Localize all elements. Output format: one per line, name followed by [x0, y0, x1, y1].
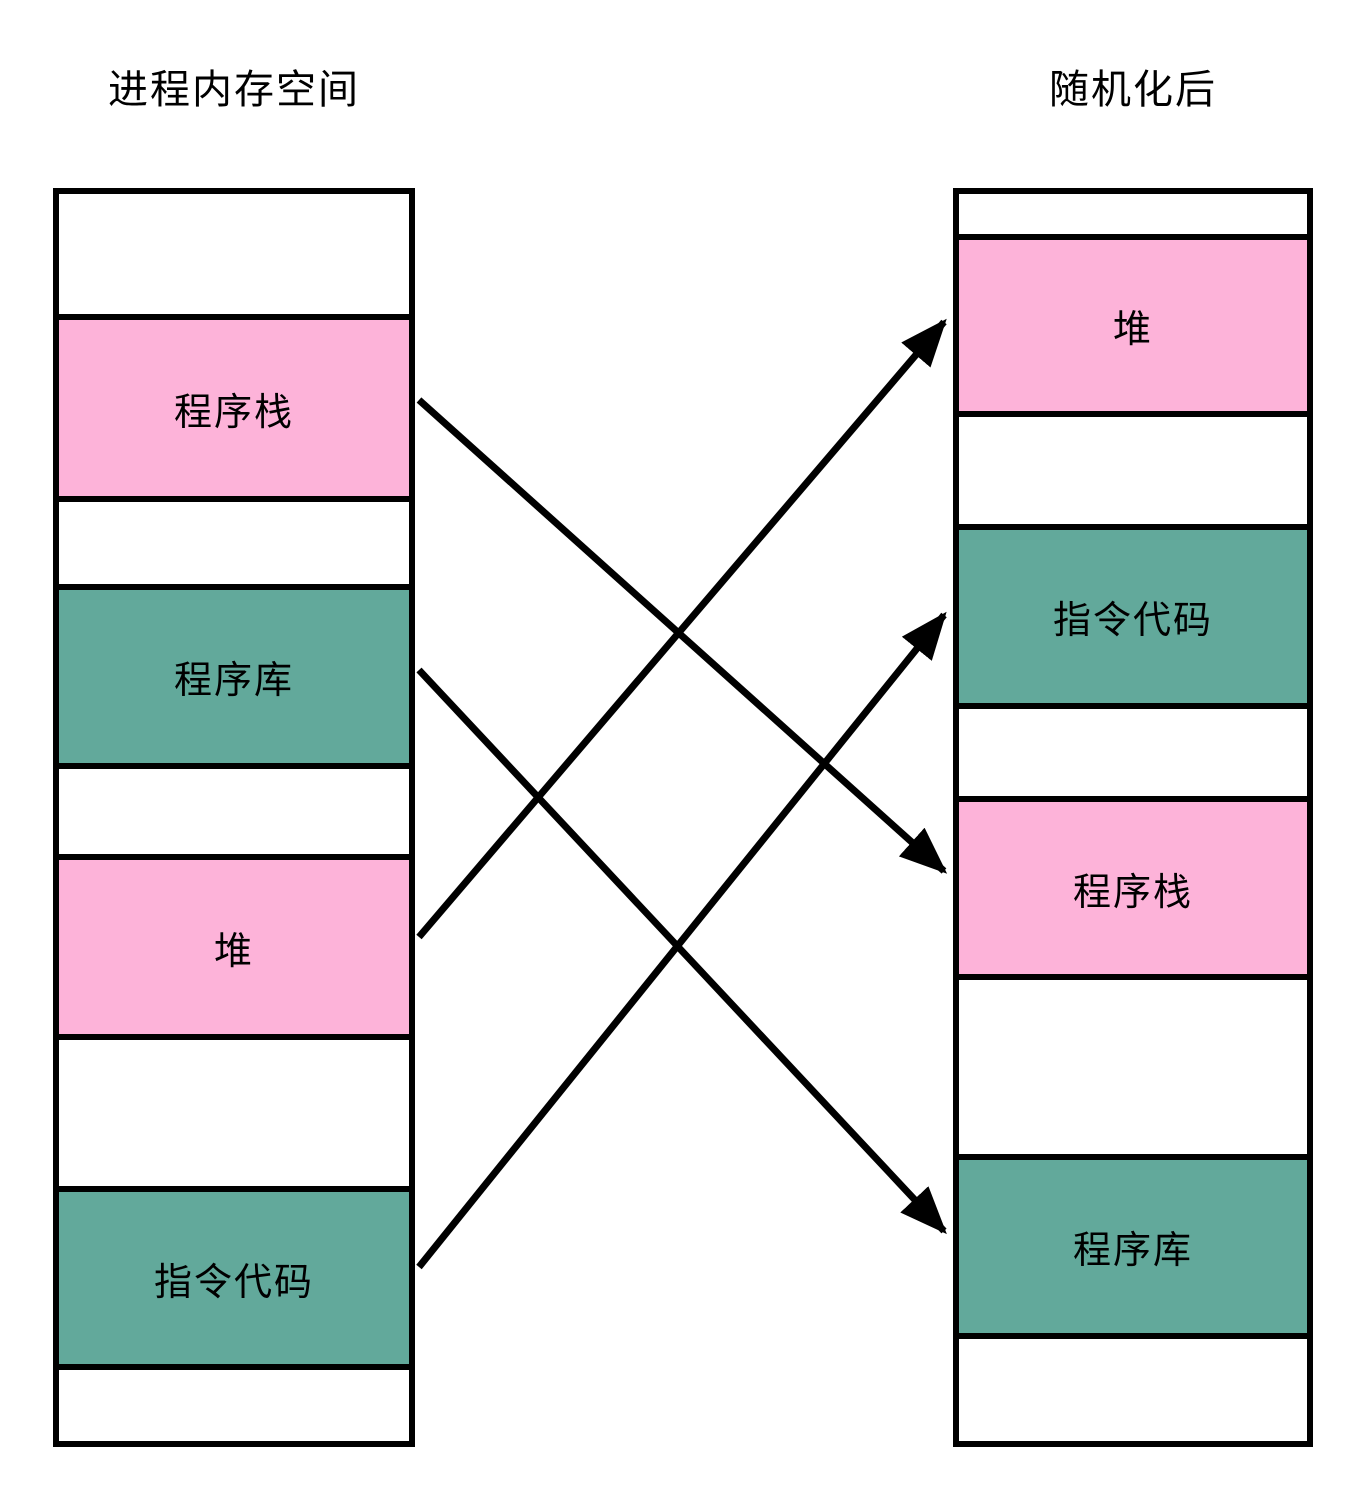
- left-segment-heap: 堆: [59, 854, 409, 1034]
- right-segment-library: 程序库: [959, 1154, 1307, 1333]
- process-memory-column: 程序栈 程序库 堆 指令代码: [53, 188, 415, 1447]
- segment-label: 程序栈: [1072, 869, 1193, 914]
- left-segment-empty-top: [59, 194, 409, 314]
- left-segment-empty-3: [59, 763, 409, 854]
- right-segment-empty-2: [959, 411, 1307, 524]
- arrow-code-mapping: [416, 611, 947, 1270]
- segment-label: 堆: [213, 928, 254, 973]
- segment-label: 程序库: [1072, 1228, 1193, 1272]
- right-segment-heap: 堆: [959, 234, 1307, 411]
- right-segment-empty-3: [959, 703, 1307, 796]
- left-segment-library: 程序库: [59, 584, 409, 763]
- arrow-library-mapping: [416, 667, 947, 1235]
- segment-label: 堆: [1112, 307, 1153, 351]
- right-segment-empty-4: [959, 974, 1307, 1154]
- left-segment-empty-4: [59, 1034, 409, 1186]
- segment-label: 指令代码: [1052, 598, 1213, 642]
- left-segment-empty-2: [59, 496, 409, 584]
- left-segment-empty-bottom: [59, 1364, 409, 1441]
- right-segment-empty-bottom: [959, 1333, 1307, 1441]
- arrow-stack-mapping: [416, 397, 948, 874]
- segment-label: 程序栈: [173, 389, 294, 434]
- right-segment-code: 指令代码: [959, 524, 1307, 703]
- right-segment-stack: 程序栈: [959, 796, 1307, 974]
- left-segment-stack: 程序栈: [59, 314, 409, 496]
- right-segment-empty-top: [959, 194, 1307, 234]
- right-column-title: 随机化后: [1049, 67, 1217, 113]
- arrow-heap-mapping: [416, 318, 947, 940]
- left-column-title: 进程内存空间: [108, 67, 360, 113]
- segment-label: 程序库: [173, 658, 294, 702]
- segment-label: 指令代码: [153, 1259, 314, 1304]
- left-segment-code: 指令代码: [59, 1186, 409, 1364]
- randomized-memory-column: 堆 指令代码 程序栈 程序库: [953, 188, 1313, 1447]
